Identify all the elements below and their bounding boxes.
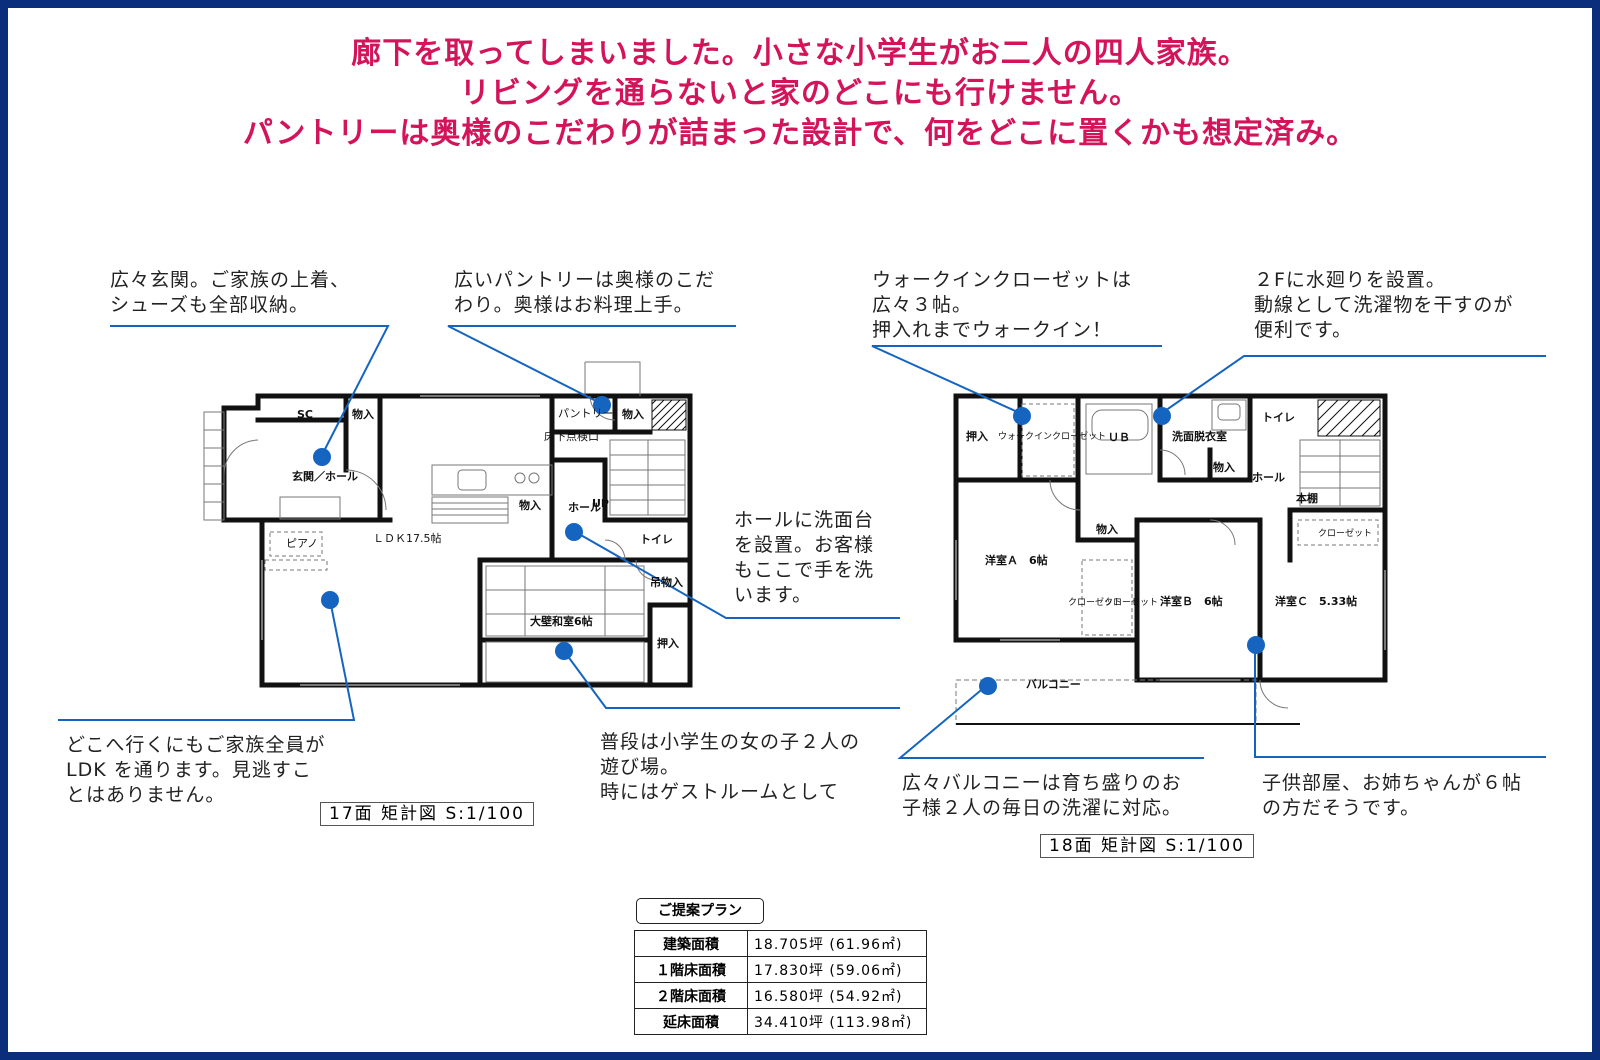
note-balcony: 広々バルコニーは育ち盛りのお 子様２人の毎日の洗濯に対応。 — [902, 772, 1183, 819]
walls-1f — [221, 393, 693, 688]
room-hall-1f: ホール — [568, 501, 601, 514]
shaft-1f — [651, 399, 687, 431]
room-hanging-storage: 吊物入 — [650, 576, 683, 589]
room-b: 洋室Ｂ 6帖 — [1160, 595, 1223, 608]
room-a: 洋室Ａ 6帖 — [985, 554, 1048, 567]
note-water: ２Fに水廻りを設置。 動線として洗濯物を干すのが 便利です。 — [1254, 269, 1514, 341]
room-washitsu: 大壁和室6帖 — [530, 615, 593, 628]
room-walkin-closet: ウォークインクローゼット — [998, 432, 1107, 442]
headline-line-3: パントリーは奥様のこだわりが詰まった設計で、何をどこに置くかも想定済み。 — [242, 116, 1358, 151]
room-pantry: パントリー — [558, 407, 614, 420]
room-washroom: 洗面脱衣室 — [1172, 430, 1227, 443]
area-label: １階床面積 — [634, 956, 748, 983]
room-storage-entry: 物入 — [352, 408, 374, 421]
room-up: UP — [592, 497, 609, 510]
area-value: 34.410坪 (113.98㎡) — [747, 1008, 927, 1035]
room-oshiire-2f: 押入 — [966, 430, 988, 443]
note-genkan: 広々玄関。ご家族の上着、 シューズも全部収納。 — [110, 269, 351, 316]
note-pantry: 広いパントリーは奥様のこだ わり。奥様はお料理上手。 — [454, 269, 715, 316]
table-row: １階床面積 17.830坪 (59.06㎡) — [634, 956, 927, 983]
room-closet-c: クローゼット — [1318, 529, 1373, 539]
room-oshiire-1f: 押入 — [657, 637, 679, 650]
room-hall-2f: ホール — [1252, 471, 1285, 484]
area-label: 建築面積 — [634, 930, 748, 957]
room-balcony: バルコニー — [1026, 678, 1081, 691]
room-storage-pantry: 物入 — [622, 408, 644, 421]
room-storage-kitchen: 物入 — [519, 499, 541, 512]
room-ub: ＵＢ — [1108, 431, 1130, 444]
area-value: 16.580坪 (54.92㎡) — [747, 982, 927, 1009]
note-hall: ホールに洗面台 を設置。お客様 もここで手を洗 います。 — [734, 509, 875, 606]
fixtures-1f — [203, 361, 686, 686]
shaft-2f — [1317, 399, 1381, 437]
area-value: 17.830坪 (59.06㎡) — [747, 956, 927, 983]
area-table: 建築面積 18.705坪 (61.96㎡) １階床面積 17.830坪 (59.… — [634, 930, 927, 1035]
area-label: 延床面積 — [634, 1008, 748, 1035]
table-row: ２階床面積 16.580坪 (54.92㎡) — [634, 982, 927, 1009]
room-storage-hall: 物入 — [1096, 523, 1118, 536]
room-floor-inspection: 床下点検口 — [544, 430, 599, 443]
room-ldk: ＬＤＫ17.5帖 — [373, 532, 442, 545]
callout-dots — [313, 396, 1265, 695]
note-kids: 子供部屋、お姉ちゃんが６帖 の方だそうです。 — [1262, 772, 1523, 819]
room-closet-ab: クローゼット — [1068, 598, 1123, 608]
caption-floor-2: 18面 矩計図 S:1/100 — [1040, 834, 1254, 858]
note-walkin: ウォークインクローゼットは 広々３帖。 押入れまでウォークイン！ — [872, 269, 1133, 341]
room-toilet-1f: トイレ — [640, 533, 673, 546]
plan-title: ご提案プラン — [636, 898, 764, 924]
room-piano: ピアノ — [286, 537, 319, 550]
table-row: 建築面積 18.705坪 (61.96㎡) — [634, 930, 927, 957]
table-row: 延床面積 34.410坪 (113.98㎡) — [634, 1008, 927, 1035]
room-closet-b: クローゼット — [1104, 598, 1159, 608]
area-value: 18.705坪 (61.96㎡) — [747, 930, 927, 957]
room-toilet-2f: トイレ — [1262, 411, 1295, 424]
room-storage-wash: 物入 — [1213, 461, 1235, 474]
note-ldk: どこへ行くにもご家族全員が LDK を通ります。見逃すこ とはありません。 — [66, 734, 326, 806]
headline-line-2: リビングを通らないと家のどこにも行けません。 — [459, 76, 1141, 111]
caption-floor-1: 17面 矩計図 S:1/100 — [320, 802, 534, 826]
note-washitsu: 普段は小学生の女の子２人の 遊び場。 時にはゲストルームとして — [600, 731, 861, 803]
callout-lines — [58, 325, 1546, 759]
room-c: 洋室Ｃ 5.33帖 — [1275, 595, 1358, 608]
room-genkan: 玄関／ホール — [292, 470, 358, 483]
room-bookshelf: 本棚 — [1296, 492, 1318, 505]
headline-line-1: 廊下を取ってしまいました。小さな小学生がお二人の四人家族。 — [351, 36, 1249, 71]
area-label: ２階床面積 — [634, 982, 748, 1009]
room-sc: SC — [297, 408, 313, 421]
